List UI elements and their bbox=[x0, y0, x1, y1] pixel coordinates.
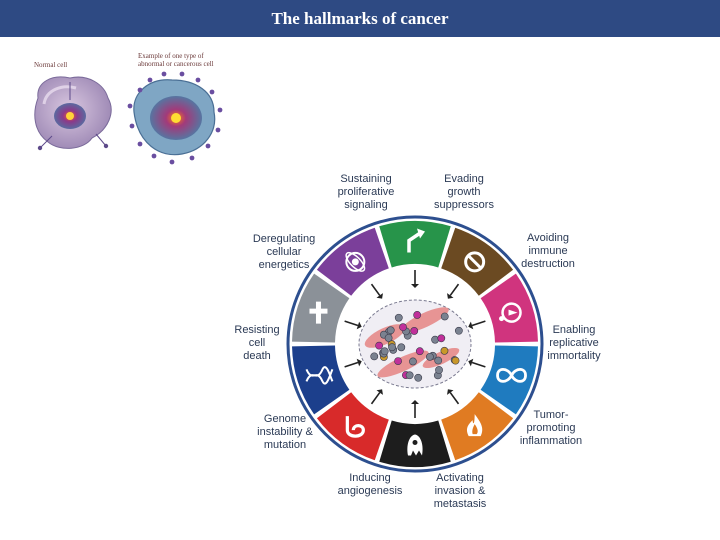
inward-arrow-icon bbox=[411, 400, 419, 418]
hallmark-segment bbox=[379, 420, 451, 468]
hallmark-segment bbox=[316, 227, 389, 296]
inward-arrow-icon bbox=[468, 320, 486, 330]
inward-arrow-icon bbox=[411, 270, 419, 288]
hallmark-segment bbox=[292, 273, 350, 343]
hallmark-segment-shape bbox=[316, 392, 389, 461]
slide-title-bar: The hallmarks of cancer bbox=[0, 0, 720, 37]
label-inducing-angiogenesis: Inducing angiogenesis bbox=[337, 472, 403, 497]
hallmark-segment bbox=[292, 345, 350, 415]
arrow-icon bbox=[407, 228, 425, 253]
label-evading-growth-suppressors: Evading growth suppressors bbox=[434, 173, 494, 211]
hallmark-segment-shape bbox=[480, 273, 538, 343]
hallmark-segment bbox=[441, 227, 514, 296]
label-avoiding-immune-destruction: Avoiding immune destruction bbox=[521, 232, 575, 270]
normal-cell-label: Normal cell bbox=[34, 61, 68, 69]
label-activating-invasion-metastasis: Activating invasion & metastasis bbox=[433, 472, 487, 510]
cross-icon bbox=[309, 301, 328, 324]
inward-arrow-icon bbox=[344, 358, 362, 368]
label-resisting-cell-death: Resisting cell death bbox=[234, 324, 280, 362]
inward-arrow-icon bbox=[447, 389, 460, 405]
abnormal-cell-label: Example of one type of abnormal or cance… bbox=[138, 52, 214, 68]
label-sustaining-proliferative-signaling: Sustaining proliferative signaling bbox=[337, 173, 395, 211]
inward-arrow-icon bbox=[370, 283, 383, 299]
hallmark-segment bbox=[379, 221, 451, 268]
normal-cell-image bbox=[34, 76, 112, 151]
atom-icon bbox=[345, 251, 366, 272]
label-tumor-promoting-inflammation: Tumor- promoting inflammation bbox=[519, 409, 583, 447]
hallmark-segment bbox=[480, 345, 538, 415]
immune-cell-icon bbox=[499, 302, 522, 323]
hallmark-segment bbox=[441, 392, 514, 461]
hallmark-segment-shape bbox=[441, 227, 514, 296]
hallmark-segment bbox=[480, 273, 538, 343]
infinity-icon bbox=[496, 367, 527, 383]
invasive-cell-icon bbox=[407, 434, 423, 456]
inward-arrow-icon bbox=[447, 283, 460, 299]
inward-arrow-icon bbox=[344, 320, 362, 330]
inward-arrow-icon bbox=[370, 389, 383, 405]
label-enabling-replicative-immortality: Enabling replicative immortality bbox=[547, 324, 601, 362]
blood-vessel-icon bbox=[345, 416, 365, 438]
inward-arrow-icon bbox=[468, 358, 486, 368]
prohibition-icon bbox=[464, 251, 486, 273]
label-genome-instability-mutation: Genome instability & mutation bbox=[257, 413, 313, 451]
slide-title: The hallmarks of cancer bbox=[271, 8, 449, 28]
tumor-illustration bbox=[358, 299, 472, 389]
flame-icon bbox=[467, 414, 483, 437]
cancerous-cell-image bbox=[127, 71, 223, 165]
hallmark-segment bbox=[316, 392, 389, 461]
label-deregulating-cellular-energetics: Deregulating cellular energetics bbox=[252, 233, 316, 271]
dna-icon bbox=[305, 366, 334, 385]
hallmark-segment-shape bbox=[379, 221, 451, 268]
